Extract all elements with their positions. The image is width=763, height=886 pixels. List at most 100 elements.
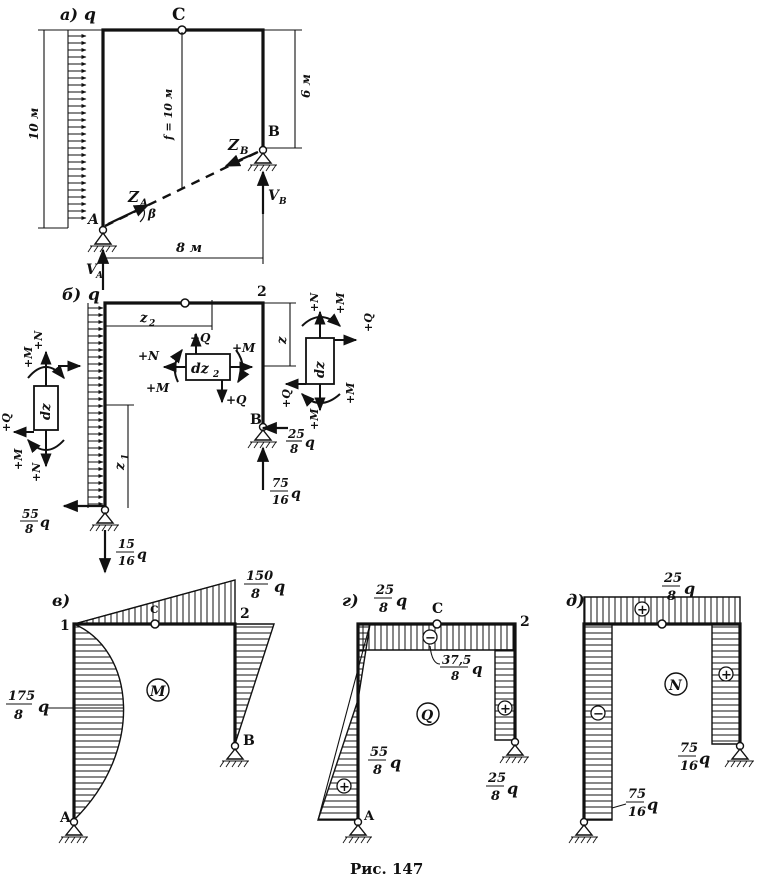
panel-g-hinge-c — [432, 619, 442, 629]
panel-d-top-num: 25 — [663, 571, 682, 586]
panel-d-support-a — [568, 817, 598, 844]
panel-a-support-b — [247, 145, 277, 172]
panel-b-h-right-num: 25 — [287, 427, 305, 441]
panel-b-sign-q-bottom: +Q — [226, 393, 247, 407]
panel-g-low-num: 55 — [370, 745, 388, 760]
panel-a-distributed-load — [67, 29, 88, 228]
panel-a-support-a — [87, 225, 117, 253]
panel-v-support-a-label: A — [59, 810, 72, 826]
panel-g-circle — [416, 702, 440, 726]
panel-a-support-b-label: B — [268, 124, 280, 140]
panel-a-load-label: q — [84, 5, 96, 25]
panel-g-hinge-c-label: C — [432, 601, 443, 617]
panel-b-letter: б) — [62, 285, 81, 304]
panel-g-low-q: q — [390, 753, 401, 772]
panel-d-letter: д) — [566, 591, 585, 610]
panel-b-dz3-label: dz — [313, 361, 328, 378]
panel-b-z3: z — [275, 336, 290, 345]
panel-g-top-num: 25 — [375, 583, 394, 598]
panel-g-support-a-label: A — [363, 809, 375, 824]
panel-b-sign-m-dz3-right: +M — [344, 382, 357, 404]
panel-a-arrow-za — [107, 204, 150, 225]
panel-d-top-den: 8 — [667, 589, 676, 604]
panel-b-sign-m-bottom: +M — [12, 448, 25, 470]
panel-g-sign-plus-right — [497, 700, 513, 716]
panel-b-sign-n-left: +N — [138, 349, 160, 363]
panel-g-low-den: 8 — [373, 763, 382, 778]
panel-d-left-q: q — [647, 795, 658, 814]
panel-b-v-right-q: q — [291, 486, 301, 502]
panel-b-sign-m-right: +M — [232, 341, 256, 355]
panel-v-side-den: 8 — [14, 708, 23, 723]
panel-a-dim-left: 10 м — [27, 29, 103, 229]
panel-g-letter: г) — [342, 591, 359, 610]
panel-v-hinge-c — [150, 619, 160, 629]
panel-b-dz2-sub: 2 — [212, 370, 219, 380]
panel-g-support-a — [342, 817, 372, 844]
panel-b-v-left-den: 16 — [118, 554, 135, 568]
panel-a-vb-label: V — [268, 188, 281, 204]
panel-g-mid-den: 8 — [451, 669, 460, 683]
panel-v-top-num: 150 — [246, 569, 273, 584]
panel-b-z1: z — [113, 462, 128, 471]
panel-a-support-a-label: A — [86, 212, 99, 228]
panel-a-dim-left-label: 10 м — [27, 108, 41, 140]
panel-g-sign-plus-left-label: + — [339, 780, 350, 795]
panel-a-span-label: 8 м — [176, 241, 202, 256]
panel-v-m-left — [73, 622, 125, 822]
panel-g-circle-label: Q — [421, 708, 433, 724]
panel-v-circle — [146, 678, 170, 702]
panel-b-sign-m-dz3-top: +M — [334, 292, 347, 314]
panel-a-va-sub: A — [95, 271, 103, 281]
panel-b-h-right-den: 8 — [290, 442, 299, 456]
panel-a-dim-right: 6 м — [263, 29, 313, 149]
panel-a-za-sub: A — [139, 198, 148, 209]
panel-b-z2: z — [139, 311, 148, 326]
panel-b-v-left-num: 15 — [118, 537, 135, 551]
panel-g-node-2: 2 — [520, 614, 530, 630]
panel-g-mid-q: q — [472, 660, 483, 678]
panel-b-dz1-label: dz — [39, 403, 54, 420]
panel-a-arrow-zb — [224, 150, 259, 168]
figure-caption: Рис. 147 — [350, 860, 423, 878]
panel-v-side-num: 175 — [8, 689, 35, 704]
panel-d-top-q: q — [684, 579, 695, 598]
panel-d-right-q: q — [699, 749, 710, 768]
panel-g-mid-num: 37,5 — [442, 653, 471, 667]
panel-a-va-label: V — [86, 262, 99, 278]
panel-d-sign-minus-left-label: − — [593, 707, 604, 722]
panel-v-top-den: 8 — [251, 587, 260, 602]
panel-b-h-left-num: 55 — [22, 507, 39, 521]
panel-v-support-b-label: B — [243, 733, 255, 749]
panel-b-load-label: q — [88, 285, 100, 305]
panel-a-zb-sub: B — [239, 146, 248, 157]
panel-a-hinge-c-label: C — [172, 5, 186, 25]
panel-b-h-left-den: 8 — [25, 522, 34, 536]
panel-v-letter: в) — [52, 591, 70, 610]
panel-d-sign-plus-right — [718, 666, 734, 682]
panel-d-right-den: 16 — [680, 759, 698, 774]
panel-g-support-b — [499, 737, 529, 764]
panel-g-sign-minus-circle — [422, 629, 438, 645]
panel-a: а) q C f = 10 м 10 м 6 м — [27, 5, 313, 290]
panel-d-circle-label: N — [668, 678, 683, 694]
panel-v-hinge-c-label: c — [150, 601, 159, 617]
panel-b-z2-sub: 2 — [148, 319, 155, 329]
panel-v-circle-label: M — [149, 684, 166, 700]
panel-g-sign-plus-left — [336, 778, 352, 794]
panel-g: г) C 2 − + + 25 8 q 37,5 8 q 55 8 q 25 8 — [317, 583, 530, 844]
panel-g-right-den: 8 — [491, 789, 500, 804]
panel-b-sign-n-top: +N — [32, 330, 45, 350]
panel-d-sign-plus-top-label: + — [637, 603, 648, 618]
panel-b-v-right-num: 75 — [272, 476, 289, 490]
panel-b-sign-q-top: +Q — [190, 331, 211, 345]
panel-d: д) + − + 25 8 q 75 16 q 75 16 q N — [566, 571, 754, 844]
panel-b-element-dz3: dz — [284, 310, 358, 412]
panel-a-zb-label: Z — [227, 136, 240, 154]
panel-b-sign-n-dz3-top: +N — [308, 292, 321, 312]
panel-g-top-den: 8 — [379, 601, 388, 616]
panel-b-v-left-q: q — [137, 547, 147, 563]
panel-g-q-right — [494, 649, 516, 741]
panel-d-circle — [664, 672, 688, 696]
